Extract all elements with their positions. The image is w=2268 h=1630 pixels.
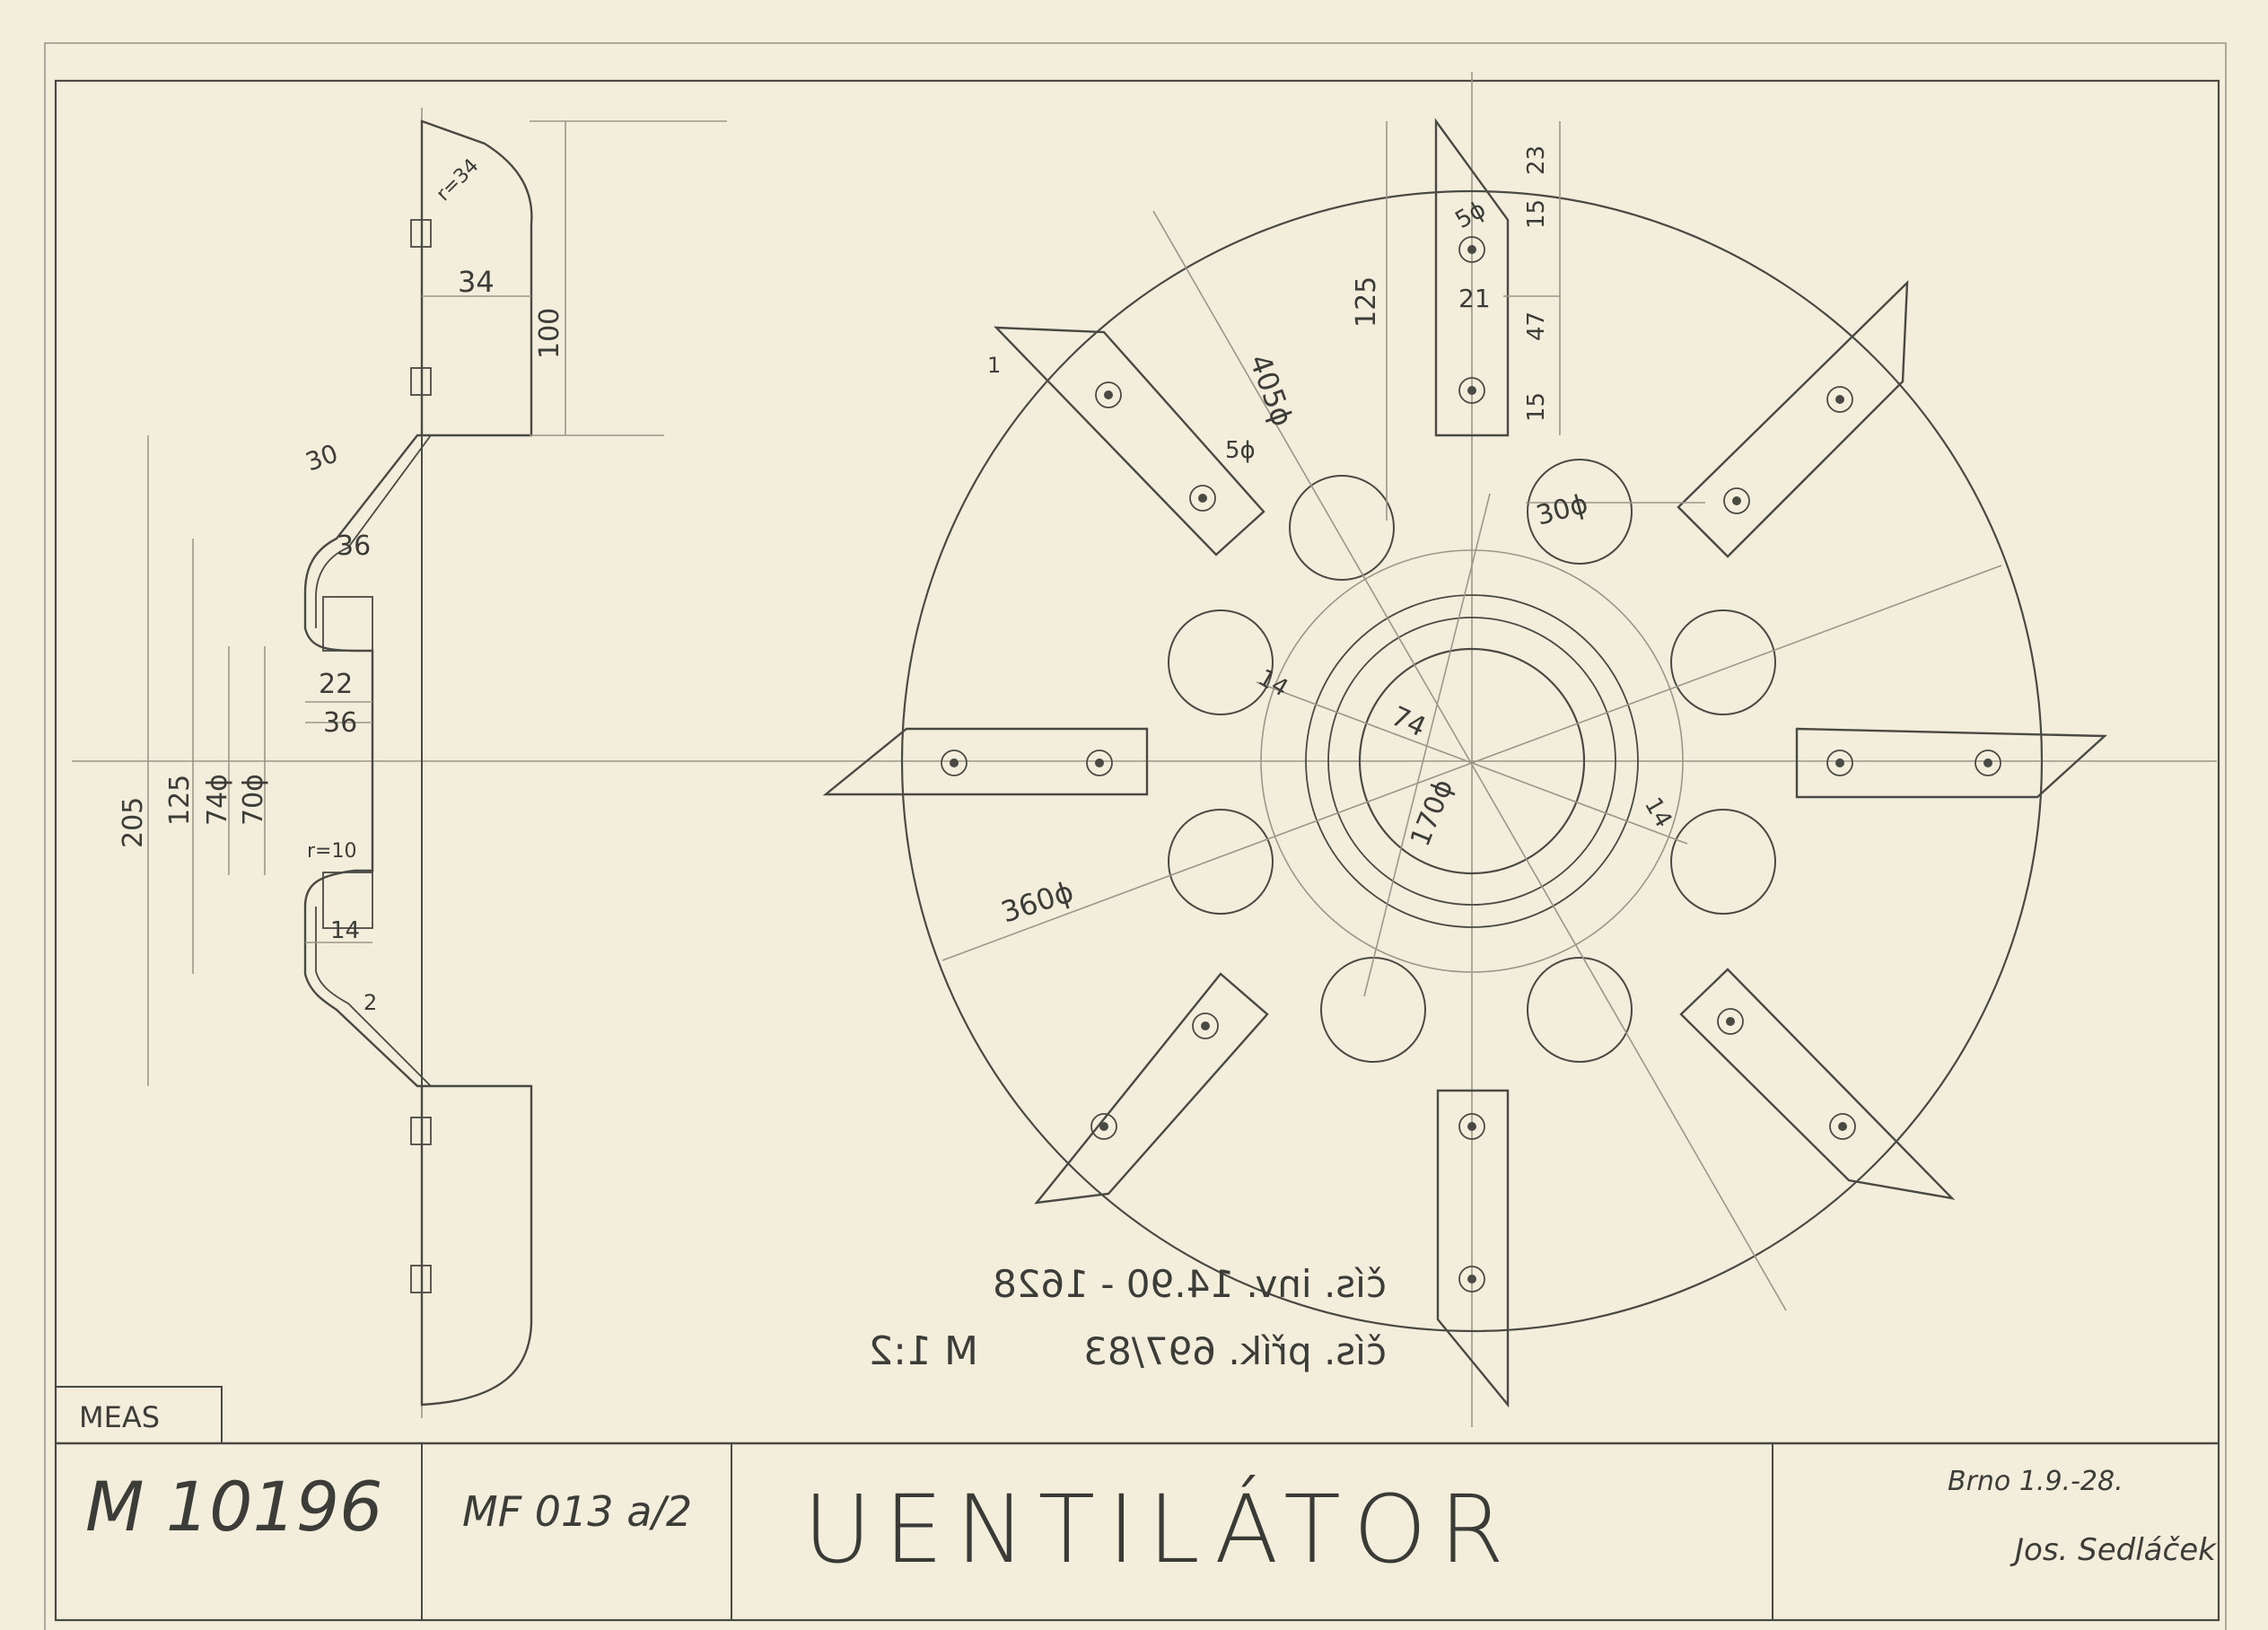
blade-bottom-left — [1034, 972, 1269, 1205]
signature: Jos. Sedláček — [2010, 1532, 2217, 1568]
dim-34: 34 — [458, 265, 495, 299]
body-profile-inner — [315, 434, 432, 628]
dim-14-b: 14 — [1639, 793, 1677, 833]
vent-hole-8 — [1168, 609, 1274, 715]
blade-left — [822, 727, 1149, 796]
rivet-3 — [410, 1117, 432, 1145]
dim-14: 14 — [330, 917, 360, 944]
meas-tag: MEAS — [79, 1400, 160, 1434]
dim-23: 23 — [1523, 145, 1550, 175]
drawing-date: Brno 1.9.-28. — [1948, 1466, 2124, 1497]
body-profile — [303, 434, 422, 1088]
part-code: MF 013 a/2 — [462, 1487, 692, 1536]
dim-36-top: 36 — [337, 530, 371, 562]
blade-bottom-right — [1679, 968, 1956, 1200]
lower-blade-outline — [420, 1084, 533, 1407]
dim-15-a: 15 — [1523, 199, 1550, 229]
vent-hole-3 — [1670, 609, 1776, 715]
vent-hole-2 — [1527, 459, 1633, 565]
scale-note: M 1:2 — [868, 1328, 978, 1374]
dim-30: 30 — [302, 438, 342, 477]
vent-hole-7 — [1168, 809, 1274, 915]
blade-top-right — [1677, 280, 1909, 558]
bore-circle-74 — [1358, 647, 1586, 875]
dim-205: 205 — [118, 797, 149, 848]
blade-top-left — [994, 326, 1265, 556]
dim-74-front: 74 — [1387, 701, 1431, 744]
vent-hole-6 — [1320, 957, 1426, 1063]
dim-36-mid: 36 — [323, 707, 357, 739]
hub-section-upper — [322, 596, 373, 652]
dim-5-left: 5ϕ — [1225, 437, 1256, 464]
vent-hole-5 — [1527, 957, 1633, 1063]
dim-30-front: 30ϕ — [1533, 488, 1591, 532]
hub-outer-circle — [1305, 594, 1639, 928]
dim-70: 70ϕ — [238, 774, 269, 826]
meas-tag-box — [55, 1386, 223, 1444]
rivet-1 — [410, 219, 432, 248]
dim-1: 1 — [987, 353, 1001, 378]
hub-ring-circle — [1327, 617, 1616, 906]
dim-100: 100 — [534, 308, 565, 359]
dim-r34: r=34 — [433, 154, 484, 206]
front-view: 405ϕ 5ϕ 1 125 5ϕ 21 23 15 47 15 30ϕ 14 7… — [822, 118, 2108, 1408]
drawing-number: M 10196 — [85, 1467, 383, 1547]
upper-blade-outline — [420, 119, 533, 437]
hub-section-lower — [322, 872, 373, 929]
dim-170: 170ϕ — [1405, 775, 1459, 851]
pitch-circle — [1260, 549, 1684, 973]
disc-outline-360 — [900, 189, 2044, 1333]
dim-22: 22 — [319, 669, 353, 700]
blade-bottom — [1436, 1089, 1510, 1408]
rivet-4 — [410, 1265, 432, 1293]
dim-125: 125 — [164, 775, 196, 826]
outer-border — [44, 42, 2227, 1630]
order-note: čís. přík. 697/83 — [1083, 1329, 1387, 1373]
blade-top — [1434, 118, 1510, 437]
dim-360: 360ϕ — [997, 874, 1078, 930]
vent-hole-4 — [1670, 809, 1776, 915]
inner-border — [54, 79, 2220, 1622]
dim-15-b: 15 — [1523, 392, 1550, 422]
dim-5-top: 5ϕ — [1451, 196, 1491, 234]
dim-21: 21 — [1458, 284, 1491, 313]
side-view: r=34 34 100 30 36 22 36 205 125 74ϕ 70ϕ … — [118, 119, 727, 1407]
title-block: MEAS M 10196 MF 013 a/2 UENTILÁTOR Brno … — [55, 1386, 2219, 1620]
dim-2: 2 — [363, 990, 377, 1015]
vent-hole-1 — [1289, 475, 1395, 581]
dim-405: 405ϕ — [1242, 350, 1300, 431]
dim-r10: r=10 — [307, 840, 356, 863]
inventory-note: čís. inv. 14.90 - 1628 — [993, 1262, 1387, 1306]
blade-right — [1795, 727, 2108, 799]
dim-47: 47 — [1523, 311, 1550, 341]
rivet-2 — [410, 367, 432, 396]
drawing-title: UENTILÁTOR — [803, 1475, 1517, 1584]
dim-74: 74ϕ — [202, 774, 233, 826]
reverse-annotations: čís. inv. 14.90 - 1628 M 1:2 čís. přík. … — [868, 1262, 1387, 1374]
dim-125-front: 125 — [1351, 276, 1382, 328]
